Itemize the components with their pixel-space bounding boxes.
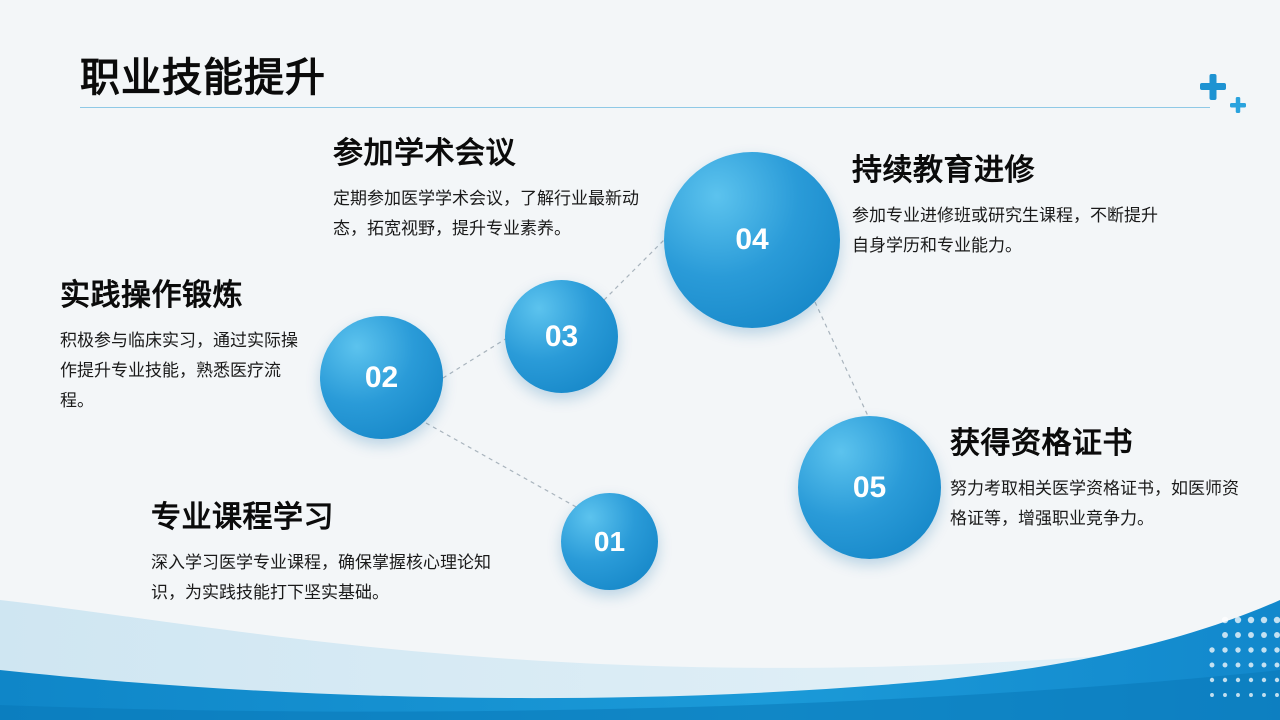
decor-dot (1262, 693, 1266, 697)
plus-icon (1200, 74, 1246, 113)
decor-dot (1222, 662, 1228, 668)
decor-dot (1222, 647, 1228, 653)
step-number: 04 (735, 223, 769, 256)
step-description: 努力考取相关医学资格证书，如医师资格证等，增强职业竞争力。 (950, 479, 1239, 529)
step-number: 01 (593, 525, 626, 557)
step-circle-05: 05 (798, 416, 941, 559)
decor-dot (1275, 693, 1279, 697)
decor-dot (1274, 647, 1280, 653)
step-heading: 参加学术会议 (333, 136, 516, 171)
step-block-04: 持续教育进修 参加专业进修班或研究生课程，不断提升自身学历和专业能力。 (852, 151, 1172, 261)
decor-dot (1274, 677, 1280, 683)
step-description: 定期参加医学学术会议，了解行业最新动态，拓宽视野，提升专业素养。 (333, 189, 639, 239)
step-block-05: 获得资格证书 努力考取相关医学资格证书，如医师资格证等，增强职业竞争力。 (950, 424, 1240, 534)
decor-dot (1222, 677, 1228, 683)
decor-dot (1236, 693, 1240, 697)
step-circle-04: 04 (664, 152, 840, 328)
decor-dot (1274, 632, 1280, 638)
decor-dot (1209, 662, 1215, 668)
decor-dot (1210, 693, 1214, 697)
decor-dot (1234, 616, 1242, 624)
decor-dot (1209, 647, 1215, 653)
step-heading: 专业课程学习 (151, 500, 334, 535)
decor-dot (1235, 647, 1241, 653)
step-circle-03: 03 (505, 280, 618, 393)
step-number: 03 (544, 319, 579, 353)
decor-dot (1209, 677, 1215, 683)
step-circle-01: 01 (561, 493, 658, 590)
step-block-03: 参加学术会议 定期参加医学学术会议，了解行业最新动态，拓宽视野，提升专业素养。 (333, 134, 663, 244)
step-heading: 实践操作锻炼 (60, 278, 243, 313)
step-description: 参加专业进修班或研究生课程，不断提升自身学历和专业能力。 (852, 206, 1158, 256)
decor-dot (1221, 616, 1229, 624)
decor-dot (1273, 616, 1280, 624)
title-underline (80, 107, 1210, 108)
decor-dot (1261, 632, 1267, 638)
step-number: 05 (852, 470, 887, 504)
step-block-02: 实践操作锻炼 积极参与临床实习，通过实际操作提升专业技能，熟悉医疗流程。 (60, 276, 300, 416)
bottom-wave-decoration (0, 600, 1280, 720)
page-title: 职业技能提升 (80, 55, 326, 101)
decor-dot (1261, 677, 1267, 683)
decor-dot (1247, 616, 1255, 624)
decor-dot (1248, 647, 1254, 653)
step-block-01: 专业课程学习 深入学习医学专业课程，确保掌握核心理论知识，为实践技能打下坚实基础… (151, 498, 501, 608)
decor-dot (1248, 632, 1254, 638)
step-description: 深入学习医学专业课程，确保掌握核心理论知识，为实践技能打下坚实基础。 (151, 553, 491, 603)
decor-dot (1248, 662, 1254, 668)
decor-dot (1235, 632, 1241, 638)
step-heading: 获得资格证书 (950, 426, 1133, 461)
decor-dot (1261, 647, 1267, 653)
step-description: 积极参与临床实习，通过实际操作提升专业技能，熟悉医疗流程。 (60, 331, 298, 411)
step-circle-02: 02 (320, 316, 443, 439)
decor-dot (1260, 616, 1268, 624)
decor-dot (1248, 677, 1254, 683)
decor-dot (1222, 632, 1228, 638)
decor-dot (1235, 677, 1241, 683)
step-heading: 持续教育进修 (852, 153, 1035, 188)
decor-dot (1261, 662, 1267, 668)
step-number: 02 (364, 360, 399, 394)
decor-dot (1274, 662, 1280, 668)
decor-dot (1249, 693, 1253, 697)
decor-dot (1235, 662, 1241, 668)
decor-dot (1223, 693, 1227, 697)
